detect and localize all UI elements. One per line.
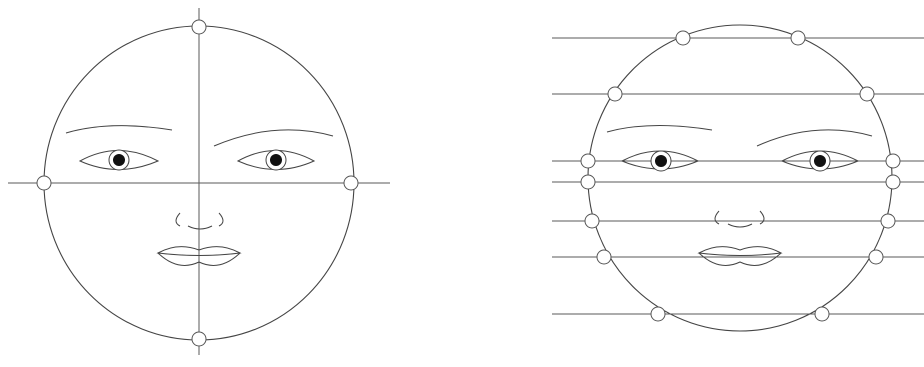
left-face-left-eyebrow [66,126,172,133]
point-forehead-right [860,87,874,101]
point-chin-left [651,307,665,321]
point-eye-right [886,154,900,168]
point-eye-left [581,154,595,168]
left-face-diagram [8,8,390,355]
point-chin-right [815,307,829,321]
point-eye-lower-left [581,175,595,189]
right-face-left-eyebrow [607,125,712,132]
point-top-right [791,31,805,45]
point-top-left [676,31,690,45]
point-nose-right [881,214,895,228]
left-face-right-eye [238,150,314,170]
point-eye-lower-right [886,175,900,189]
left-left-point [37,176,51,190]
right-face-mouth [699,247,781,266]
point-mouth-left [597,250,611,264]
point-nose-left [585,214,599,228]
left-face-left-eye [80,150,158,170]
right-face-diagram [552,25,924,331]
left-face-right-eyebrow [214,130,333,146]
left-bottom-point [192,332,206,346]
point-mouth-right [869,250,883,264]
point-forehead-left [608,87,622,101]
right-face-right-eyebrow [757,130,872,146]
left-right-point [344,176,358,190]
right-face-nose [715,211,764,227]
right-face-outline [588,25,892,331]
left-top-point [192,20,206,34]
